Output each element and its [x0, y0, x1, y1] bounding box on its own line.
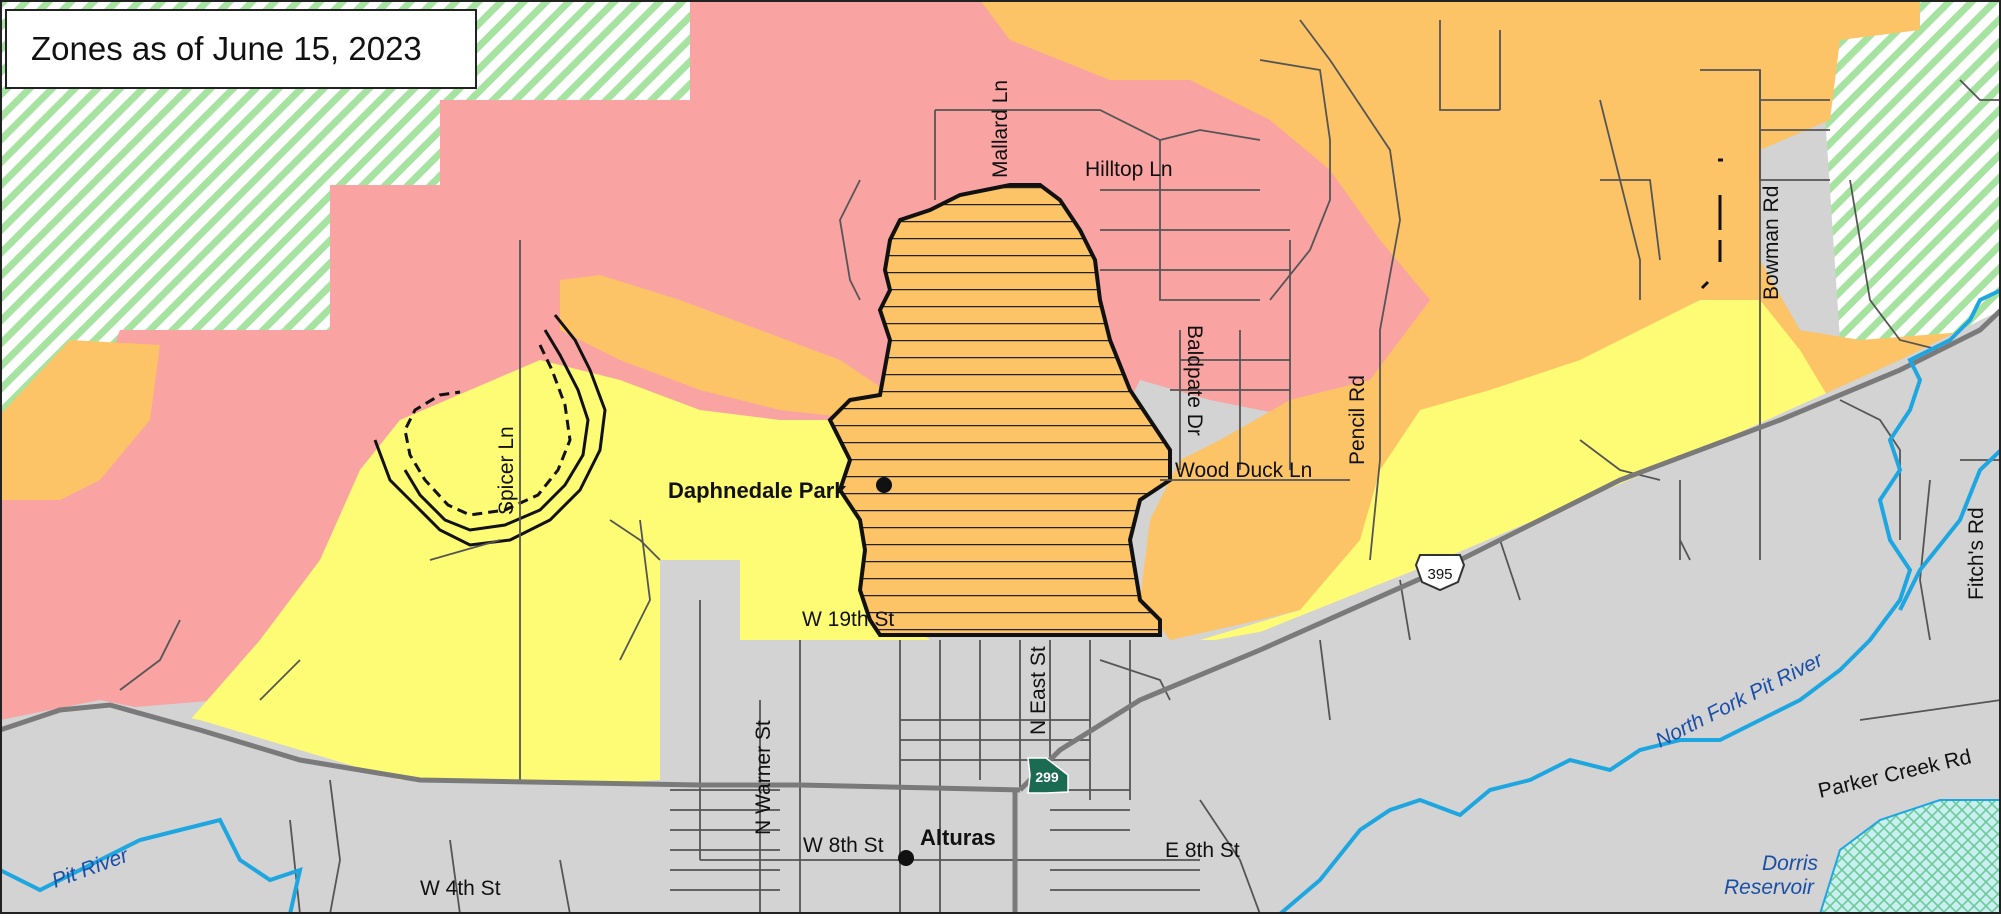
label-wood-duck-ln: Wood Duck Ln [1175, 459, 1312, 482]
dorris-reservoir [1818, 799, 2001, 915]
label-dorris-reservoir-2: Reservoir [1724, 876, 1815, 899]
label-daphnedale-park: Daphnedale Park [668, 478, 847, 503]
label-w-8th-st: W 8th St [803, 834, 884, 857]
highways [0, 308, 2001, 914]
label-baldpate-dr: Baldpate Dr [1183, 325, 1206, 436]
north-fork-pit-river [1278, 288, 2001, 916]
label-fitchs-rd: Fitch's Rd [1965, 507, 1988, 600]
road-network [119, 19, 2001, 915]
label-n-east-st: N East St [1027, 646, 1050, 735]
map-title-box: Zones as of June 15, 2023 [5, 9, 477, 89]
label-e-8th-st: E 8th St [1165, 839, 1240, 862]
label-dorris-reservoir-1: Dorris [1762, 852, 1818, 875]
highway-299-west [0, 702, 1021, 793]
highway-395 [1018, 308, 2001, 792]
label-n-warner-st: N Warner St [752, 720, 775, 835]
daphnedale-park-marker[interactable] [876, 477, 892, 493]
green-hatch-area-east [1740, 0, 2001, 340]
label-spicer-ln: Spicer Ln [495, 426, 518, 515]
pit-river [0, 817, 303, 915]
label-bowman-rd: Bowman Rd [1760, 186, 1783, 300]
green-hatch-area-west [0, 0, 700, 415]
label-w-19th-st: W 19th St [802, 608, 894, 631]
evacuation-zone-spicer-inner [403, 329, 590, 532]
yellow-zone [190, 300, 1830, 785]
marker-dashes-east [1700, 158, 1723, 290]
evacuation-zone-hatched[interactable] [827, 183, 1172, 637]
label-mallard-ln: Mallard Ln [989, 80, 1012, 178]
label-pencil-rd: Pencil Rd [1346, 375, 1369, 465]
ca-299-shield: 299 [1027, 757, 1069, 794]
us-395-shield-label: 395 [1427, 566, 1452, 583]
urban-area [0, 310, 2001, 914]
rivers [0, 288, 2001, 916]
east-creek [1898, 448, 2001, 611]
orange-zone-west-fringe [0, 340, 160, 500]
label-alturas: Alturas [920, 825, 996, 850]
orange-zone-inner-west [560, 275, 900, 420]
us-395-shield: 395 [1414, 554, 1466, 592]
pink-zone [0, 0, 1700, 720]
ca-299-shield-label: 299 [1035, 769, 1059, 785]
alturas-marker[interactable] [898, 850, 914, 866]
evacuation-zone-spicer[interactable] [373, 314, 607, 547]
label-w-4th-st: W 4th St [420, 877, 501, 900]
map-title: Zones as of June 15, 2023 [31, 30, 422, 67]
label-hilltop-ln: Hilltop Ln [1085, 158, 1173, 181]
